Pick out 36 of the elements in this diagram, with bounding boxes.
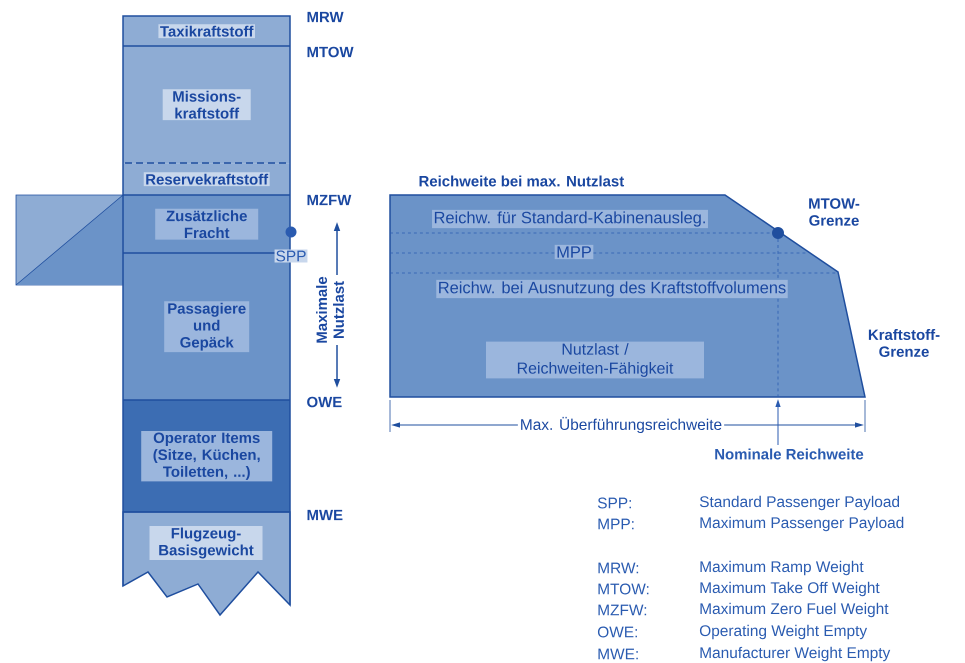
abbreviation: MTOW: [308, 46, 354, 58]
abbreviation: OWE:: [598, 626, 637, 638]
abbreviation: MRW:: [598, 562, 638, 574]
chart-heading: Reichweite bei max. Nutzlast: [420, 176, 624, 186]
band: Operator Items (Sitze, Küchen, Toiletten, ...): [123, 400, 290, 512]
band: Reservekraftstoff: [123, 163, 290, 196]
range-label: Reichw. für Standard-Kabinenausleg.: [432, 210, 708, 228]
abbreviation: OWE: [307, 396, 342, 408]
abbreviation: MZFW:: [598, 604, 646, 616]
node-label: Missions-kraftstoff: [173, 90, 241, 119]
marker-label: Nominale Reichweite: [715, 448, 864, 460]
definition: Maximum Zero Fuel Weight: [700, 602, 888, 618]
axis-label: Maximale Nutzlast: [316, 276, 344, 343]
dimension-label: Max. Überführungsreichweite: [518, 414, 724, 436]
definition: Maximum Ramp Weight: [700, 560, 864, 576]
abbreviation: MRW: [308, 12, 344, 22]
abbreviation: MZFW: [308, 194, 352, 206]
abbreviation: MTOW:: [598, 584, 648, 594]
definition: Operating Weight Empty: [700, 624, 868, 640]
range-label: MPP: [554, 244, 594, 260]
definition: Standard Passenger Payload: [700, 496, 900, 510]
node-label: Taxikraftstoff: [160, 26, 254, 37]
limit-label: MTOW-Grenze: [809, 198, 860, 226]
definition: Manufacturer Weight Empty: [700, 646, 890, 662]
abbreviation: MWE:: [598, 648, 638, 660]
range-label: Reichw. bei Ausnutzung des Kraftstoffvolumens: [436, 280, 788, 298]
band: Taxikraftstoff: [123, 16, 290, 46]
node-label: Reservekraftstoff: [146, 174, 268, 185]
abbreviation: SPP:: [598, 498, 631, 508]
abbreviation: MWE: [308, 510, 342, 520]
definition: Maximum Passenger Payload: [700, 516, 904, 532]
band: Flugzeug-Basisgewicht: [122, 511, 291, 616]
abbreviation: MPP:: [598, 518, 634, 530]
limit-label: Kraftstoff-Grenze: [868, 329, 940, 357]
definition: Maximum Take Off Weight: [700, 582, 880, 596]
abbreviation: SPP: [274, 250, 308, 262]
